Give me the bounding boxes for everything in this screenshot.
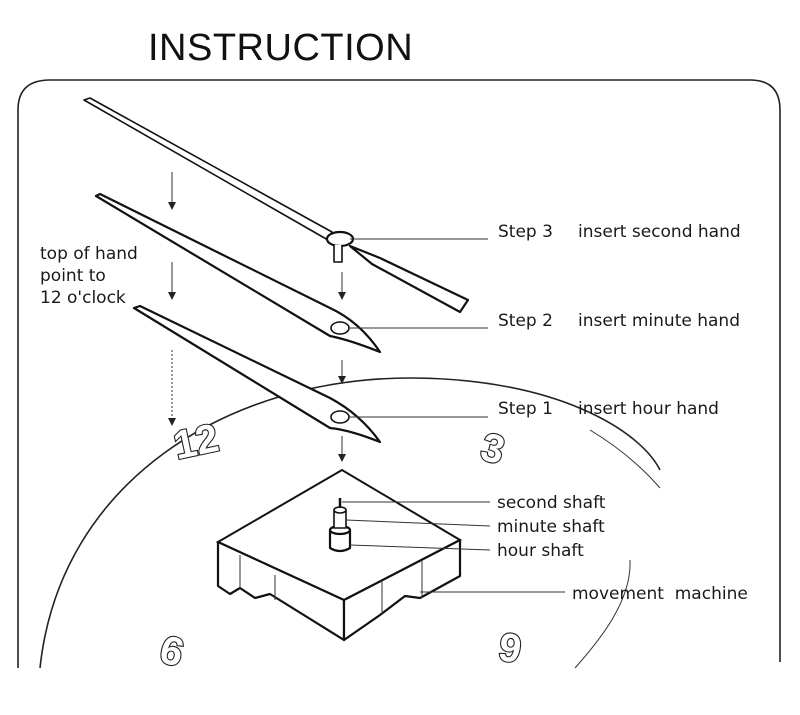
leader-lines	[342, 238, 565, 593]
hour-hand	[132, 304, 382, 444]
hour-shaft-label: hour shaft	[497, 541, 584, 561]
hand-note-line-3: 12 o'clock	[40, 288, 126, 308]
dial-number-6: 6	[495, 623, 525, 670]
step-1-text: insert hour hand	[578, 399, 719, 419]
step-2-label: Step 2	[498, 311, 553, 331]
minute-hand	[94, 192, 382, 354]
movement-machine	[215, 468, 463, 642]
hand-note-line-1: top of hand	[40, 244, 138, 264]
minute-shaft-label: minute shaft	[497, 517, 605, 537]
clock-dial-edge-top	[39, 377, 661, 669]
arrows	[168, 172, 346, 462]
clock-dial-edge-right-b	[574, 559, 631, 669]
step-3-label: Step 3	[498, 222, 553, 242]
movement-machine-label: movement machine	[572, 584, 748, 604]
second-hand	[83, 97, 470, 314]
minute-shaft-part	[333, 510, 347, 529]
dial-number-3: 3	[476, 425, 509, 473]
step-3-text: insert second hand	[578, 222, 741, 242]
hand-note-line-2: point to	[40, 266, 106, 286]
page-title: INSTRUCTION	[148, 27, 413, 69]
clock-dial-edge-right-a	[589, 429, 661, 489]
frame-border	[17, 79, 781, 668]
hour-shaft-part	[328, 530, 352, 553]
step-2-text: insert minute hand	[578, 311, 740, 331]
dial-number-9: 9	[156, 626, 189, 674]
dial-number-12: 12	[170, 416, 223, 468]
step-1-label: Step 1	[498, 399, 553, 419]
second-shaft-label: second shaft	[497, 493, 606, 513]
